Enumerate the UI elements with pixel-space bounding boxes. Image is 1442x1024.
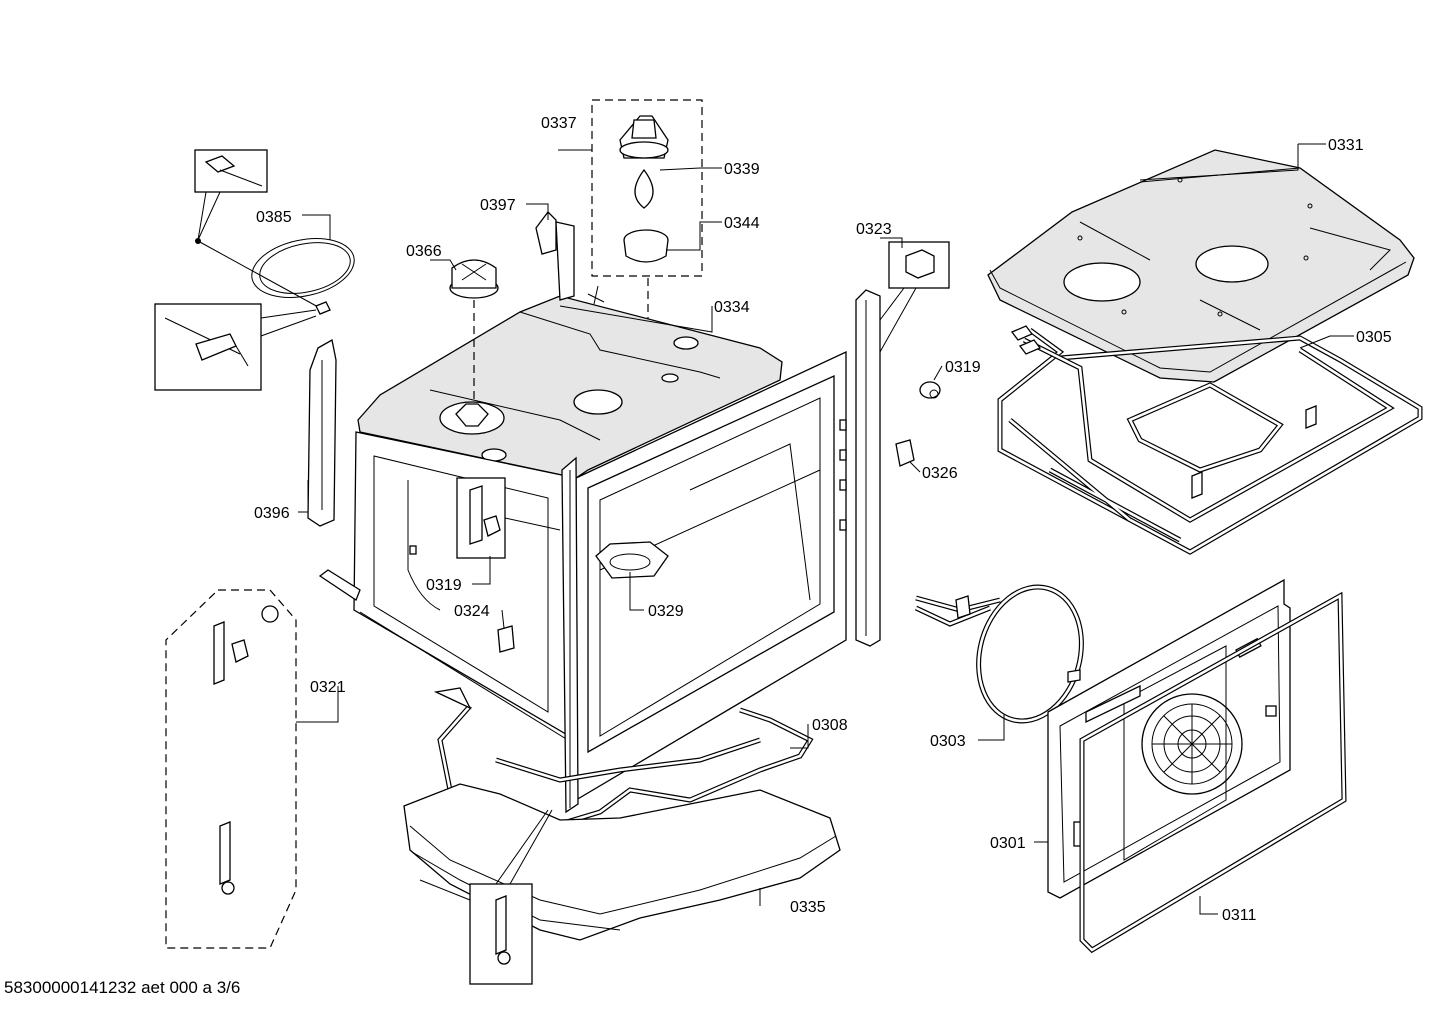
label-0337: 0337: [541, 115, 577, 132]
label-0303: 0303: [930, 733, 966, 750]
label-0308: 0308: [812, 717, 848, 734]
leader-lines: [296, 143, 1354, 915]
label-0397: 0397: [480, 197, 516, 214]
part-0334-oven-cavity: [318, 285, 881, 814]
part-0366-fan-housing: [449, 259, 499, 400]
part-0311-door-gasket: [1079, 591, 1347, 954]
label-0331: 0331: [1328, 137, 1364, 154]
label-0366: 0366: [406, 243, 442, 260]
part-0324-clip: [497, 625, 515, 653]
part-0397-bracket: [535, 211, 575, 301]
part-group-oven-lamp: [591, 99, 703, 400]
part-group-0321: [165, 589, 297, 949]
label-0321: 0321: [310, 679, 346, 696]
label-0326: 0326: [922, 465, 958, 482]
label-0311: 0311: [1222, 907, 1257, 924]
label-0301: 0301: [990, 835, 1026, 852]
label-0305: 0305: [1356, 329, 1392, 346]
part-labels: 0331 0305 0337 0339 0344 0397 0385 0366 …: [254, 115, 1392, 924]
label-0344: 0344: [724, 215, 760, 232]
part-0308-lower-heater: [433, 687, 814, 833]
document-code: 58300000141232 aet 000 a 3/6: [4, 978, 241, 997]
part-0385-cable: [154, 149, 355, 391]
part-0323-clip: [879, 241, 950, 353]
part-0319-nut: [919, 381, 941, 399]
part-0396-side-rail: [307, 338, 337, 527]
part-0335-insulation: [403, 783, 841, 985]
part-0326-clip: [895, 439, 915, 467]
label-0334: 0334: [714, 299, 750, 316]
part-0331-top-cover: [987, 149, 1415, 383]
label-0339: 0339: [724, 161, 760, 178]
label-0323: 0323: [856, 221, 892, 238]
label-0324: 0324: [454, 603, 490, 620]
label-0396: 0396: [254, 505, 290, 522]
label-0385: 0385: [256, 209, 292, 226]
label-0335: 0335: [790, 899, 826, 916]
part-0305-grill-heater: [997, 325, 1423, 555]
label-0319-left: 0319: [426, 577, 462, 594]
label-0319-right: 0319: [945, 359, 981, 376]
label-0329: 0329: [648, 603, 684, 620]
part-0319-inset: [456, 477, 561, 559]
part-0303-ring-heater: [914, 584, 1084, 724]
